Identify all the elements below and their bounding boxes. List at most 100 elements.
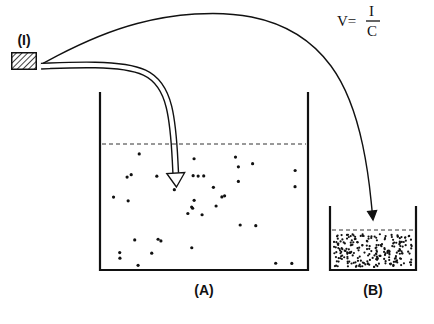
particle	[404, 237, 406, 239]
particle	[388, 256, 390, 258]
particle	[399, 257, 401, 259]
particle	[360, 260, 362, 262]
particle	[234, 156, 237, 159]
particle	[370, 250, 372, 252]
particle	[388, 259, 390, 261]
particle	[337, 247, 339, 249]
particle	[350, 241, 352, 243]
particle	[407, 251, 409, 253]
particle	[290, 262, 293, 265]
particle	[391, 236, 393, 238]
particle	[294, 169, 297, 172]
particle	[396, 259, 398, 261]
particle	[335, 241, 337, 243]
particle	[373, 266, 375, 268]
particle	[391, 234, 393, 236]
particle	[340, 255, 342, 257]
particle	[192, 174, 195, 177]
particle	[348, 248, 350, 250]
particle	[392, 264, 394, 266]
particle	[410, 239, 412, 241]
particle	[200, 213, 203, 216]
particle	[367, 238, 369, 240]
particle	[408, 235, 410, 237]
particle	[376, 259, 378, 261]
particle	[374, 235, 376, 237]
particle	[392, 265, 394, 267]
particle	[401, 241, 403, 243]
formula-denominator: C	[367, 24, 377, 39]
particle	[354, 236, 356, 238]
particle	[410, 247, 412, 249]
particle	[239, 223, 242, 226]
particle	[405, 244, 407, 246]
particle	[379, 233, 381, 235]
particle	[366, 240, 368, 242]
particle	[156, 238, 159, 241]
particle	[355, 266, 357, 268]
particle	[202, 174, 205, 177]
particle	[362, 261, 364, 263]
beaker-outline	[328, 206, 418, 272]
particle	[359, 264, 361, 266]
particle	[410, 259, 412, 261]
particle	[343, 241, 345, 243]
particle	[127, 199, 130, 202]
particle	[337, 238, 339, 240]
particle	[376, 239, 378, 241]
particle	[408, 252, 410, 254]
particle	[352, 254, 354, 256]
particle	[335, 256, 337, 258]
particle	[393, 241, 395, 243]
particle	[387, 252, 389, 254]
particle	[357, 257, 359, 259]
fraction-bar	[366, 20, 380, 21]
particle	[367, 263, 369, 265]
particle	[400, 264, 402, 266]
particle	[383, 247, 385, 249]
particle	[378, 263, 380, 265]
particle	[366, 245, 368, 247]
particle	[389, 263, 391, 265]
particle	[333, 252, 335, 254]
particle	[380, 244, 382, 246]
particle	[341, 248, 343, 250]
particle	[379, 255, 381, 257]
particle	[192, 157, 195, 160]
particle	[237, 165, 240, 168]
particle	[150, 252, 153, 255]
particle	[354, 238, 356, 240]
particle	[344, 250, 346, 252]
particle	[396, 252, 398, 254]
particle	[378, 255, 380, 257]
particle	[367, 262, 369, 264]
particle	[376, 257, 378, 259]
particle	[370, 235, 372, 237]
formula-numerator: I	[369, 4, 374, 19]
particle	[404, 236, 406, 238]
particle	[367, 235, 369, 237]
particle	[410, 264, 412, 266]
particle	[347, 262, 349, 264]
particle	[346, 237, 348, 239]
small-beaker: (B)	[328, 206, 418, 298]
liquid-level	[332, 230, 414, 231]
particle	[369, 259, 371, 261]
particle	[401, 252, 403, 254]
particle	[395, 242, 397, 244]
particle	[337, 234, 339, 236]
particle	[396, 234, 398, 236]
particle	[400, 236, 402, 238]
particle	[411, 245, 413, 247]
particle	[359, 256, 361, 258]
particle	[355, 265, 357, 267]
particle	[197, 174, 200, 177]
particle	[399, 241, 401, 243]
particle	[402, 245, 404, 247]
particle	[357, 260, 359, 262]
particle	[399, 253, 401, 255]
particle	[372, 257, 374, 259]
particle	[384, 237, 386, 239]
